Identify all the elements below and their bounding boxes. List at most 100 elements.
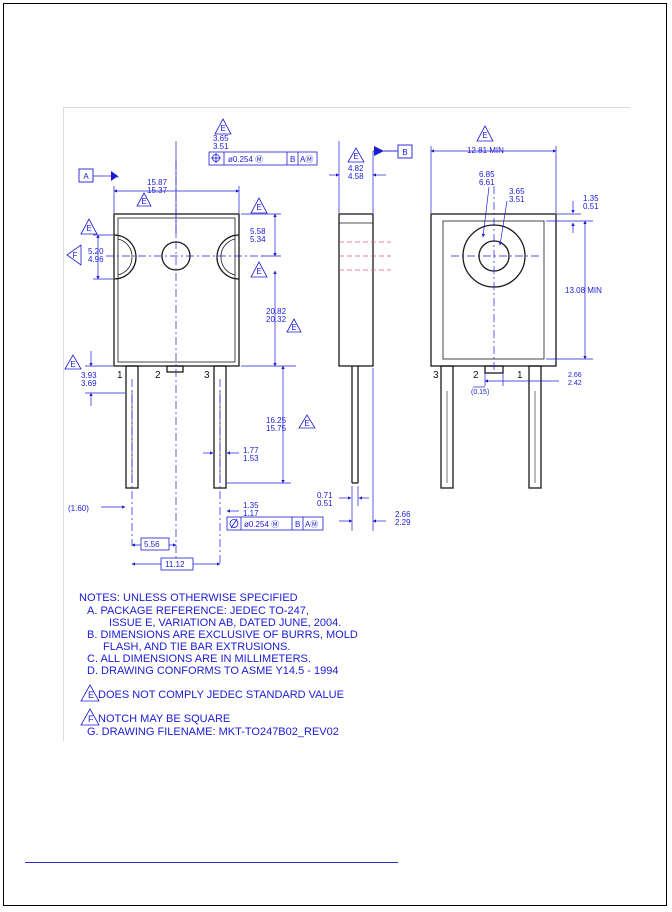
package-drawing: A B E E E E E E E E E E F	[63, 107, 630, 741]
lead-w-bot: 1.53	[243, 454, 259, 463]
note-b-2: FLASH, AND TIE BAR EXTRUSIONS.	[103, 641, 290, 653]
notch-right	[216, 234, 240, 280]
svg-text:E: E	[256, 267, 261, 276]
svg-text:B: B	[290, 155, 295, 164]
hole-big-bot: 6.61	[479, 178, 495, 187]
back-lead-1	[528, 365, 542, 489]
lead-w2-top: 1.35	[243, 501, 259, 510]
note-e-triangle	[80, 684, 100, 702]
svg-text:E: E	[291, 323, 296, 332]
edge-top: 1.35	[583, 194, 599, 203]
back-pad-outline	[442, 220, 545, 360]
fcf-bottom-text: ø0.254 Ⓜ B AⓂ	[244, 520, 318, 529]
svg-text:E: E	[256, 203, 261, 212]
hole-dia-top: 3.65	[213, 134, 229, 143]
package-drawing-svg: A B E E E E E E E E E E F	[64, 118, 602, 738]
side-view	[338, 213, 374, 484]
note-g: G. DRAWING FILENAME: MKT-TO247B02_REV02	[87, 726, 339, 738]
back-pin-3: 3	[433, 370, 439, 381]
body-h-top: 20.82	[266, 307, 287, 316]
svg-text:F: F	[73, 251, 78, 260]
span: 11.12	[165, 560, 185, 569]
datum-b: B	[374, 144, 413, 159]
front-dimension-lines	[85, 141, 296, 566]
back-pin-1: 1	[517, 370, 523, 381]
front-pin-2: 2	[155, 370, 161, 381]
note-f-triangle	[80, 708, 100, 726]
back-dimension-lines	[430, 146, 593, 388]
svg-text:B: B	[295, 520, 300, 529]
back-centerlines	[451, 186, 541, 373]
side-dimension-lines	[329, 141, 397, 531]
note-d: D. DRAWING CONFORMS TO ASME Y14.5 - 1994	[87, 665, 338, 677]
hole-off-bot: 5.34	[250, 235, 266, 244]
stand-bot: 3.69	[81, 379, 97, 388]
note-f: NOTCH MAY BE SQUARE	[98, 713, 230, 725]
footer-rule	[25, 862, 398, 863]
lead-t-top: 0.71	[317, 491, 333, 500]
note-f-marker: F	[66, 244, 82, 266]
svg-text:A: A	[83, 172, 89, 181]
svg-text:E: E	[86, 224, 91, 233]
side-body-outline	[338, 213, 374, 367]
front-body-inner	[117, 217, 236, 363]
note-e-labels: E E E E E E E E E E	[70, 124, 487, 428]
edge-bot: 0.51	[583, 202, 599, 211]
hole-big-top: 6.85	[479, 170, 495, 179]
stand-top: 3.93	[81, 371, 97, 380]
front-pin-1: 1	[117, 370, 123, 381]
front-body-outline	[113, 213, 240, 367]
front-centerlines	[106, 161, 266, 566]
side-total-top: 2.66	[395, 510, 411, 519]
note-e-triangles	[64, 118, 494, 429]
notes-header: NOTES: UNLESS OTHERWISE SPECIFIED	[79, 592, 298, 604]
svg-text:E: E	[482, 131, 487, 140]
lead-len-top: 16.25	[266, 416, 287, 425]
note-b-1: B. DIMENSIONS ARE EXCLUSIVE OF BURRS, MO…	[87, 629, 358, 641]
lead-t-bot: 0.51	[317, 499, 333, 508]
note-c: C. ALL DIMENSIONS ARE IN MILLIMETERS.	[87, 653, 311, 665]
back-pin-2: 2	[473, 370, 479, 381]
svg-text:E: E	[304, 419, 309, 428]
lead-w-top: 1.77	[243, 446, 259, 455]
notes-block: NOTES: UNLESS OTHERWISE SPECIFIED A. PAC…	[79, 592, 358, 738]
side-section-lines	[339, 241, 391, 271]
notch-bot: 4.96	[88, 255, 104, 264]
svg-text:E: E	[353, 152, 358, 161]
front-pin-3: 3	[204, 370, 210, 381]
svg-text:AⓂ: AⓂ	[305, 520, 318, 529]
width-top: 15.87	[147, 178, 168, 187]
hole-dia-bot: 3.51	[213, 142, 229, 151]
body-h-bot: 20.32	[266, 315, 287, 324]
width-bot: 15.37	[147, 186, 168, 195]
fcf-bottom	[226, 516, 324, 531]
note-e-mark: E	[88, 690, 94, 700]
back-lead-3	[440, 365, 454, 489]
lead-len-bot: 15.75	[266, 424, 287, 433]
svg-text:AⓂ: AⓂ	[300, 155, 313, 164]
note-f-mark: F	[88, 714, 94, 724]
side-total-bot: 2.29	[395, 518, 411, 527]
tab-bot: 2.42	[568, 380, 582, 387]
pad-height: 13.08 MIN	[565, 286, 602, 295]
pitch: 5.56	[144, 540, 160, 549]
notch-top: 5.20	[88, 247, 104, 256]
fcf-top-text: ø0.254 Ⓜ B AⓂ	[228, 155, 313, 164]
pad-width: 12.81 MIN	[467, 146, 504, 155]
datum-a: A	[78, 168, 118, 183]
lead-2-stub	[166, 365, 184, 373]
svg-text:ø0.254 Ⓜ: ø0.254 Ⓜ	[244, 520, 279, 529]
tab-ref: (0.15)	[471, 389, 489, 396]
lead-w2-bot: 1.17	[243, 509, 259, 518]
thick-top: 4.82	[348, 164, 364, 173]
svg-text:E: E	[220, 124, 225, 133]
svg-text:ø0.254 Ⓜ: ø0.254 Ⓜ	[228, 155, 263, 164]
span-box	[160, 557, 194, 571]
hole-off-top: 5.58	[250, 227, 266, 236]
thick-bot: 4.58	[348, 172, 364, 181]
note-e: DOES NOT COMPLY JEDEC STANDARD VALUE	[98, 689, 344, 701]
pitch-box	[140, 537, 170, 551]
lead-ref: (1.60)	[68, 504, 89, 513]
back-view	[430, 213, 557, 489]
note-a-1: A. PACKAGE REFERENCE: JEDEC TO-247,	[87, 605, 309, 617]
